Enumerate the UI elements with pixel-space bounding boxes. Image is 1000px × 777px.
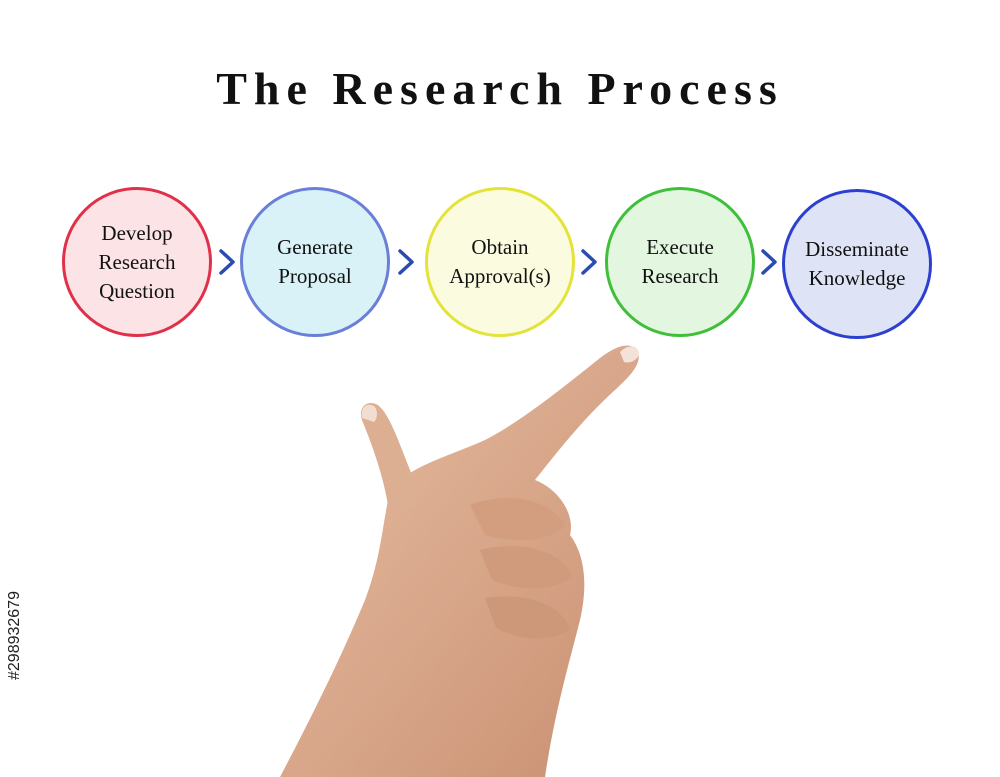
pointing-hand-image — [280, 345, 639, 777]
stock-id-watermark: #298932679 — [6, 591, 23, 680]
step-label: Obtain Approval(s) — [449, 235, 551, 288]
step-label: Disseminate Knowledge — [805, 237, 909, 290]
chevron-right-icon — [761, 249, 777, 275]
step-develop-research-question: Develop Research Question — [62, 187, 212, 337]
step-obtain-approvals: Obtain Approval(s) — [425, 187, 575, 337]
step-label: Execute Research — [641, 235, 719, 288]
chevron-right-icon — [219, 249, 235, 275]
page-title: The Research Process — [216, 63, 784, 114]
chevron-right-icon — [398, 249, 414, 275]
step-label: Generate Proposal — [277, 235, 353, 288]
step-label: Develop Research Question — [98, 220, 176, 303]
step-execute-research: Execute Research — [605, 187, 755, 337]
chevron-right-icon — [581, 249, 597, 275]
step-disseminate-knowledge: Disseminate Knowledge — [782, 189, 932, 339]
step-generate-proposal: Generate Proposal — [240, 187, 390, 337]
